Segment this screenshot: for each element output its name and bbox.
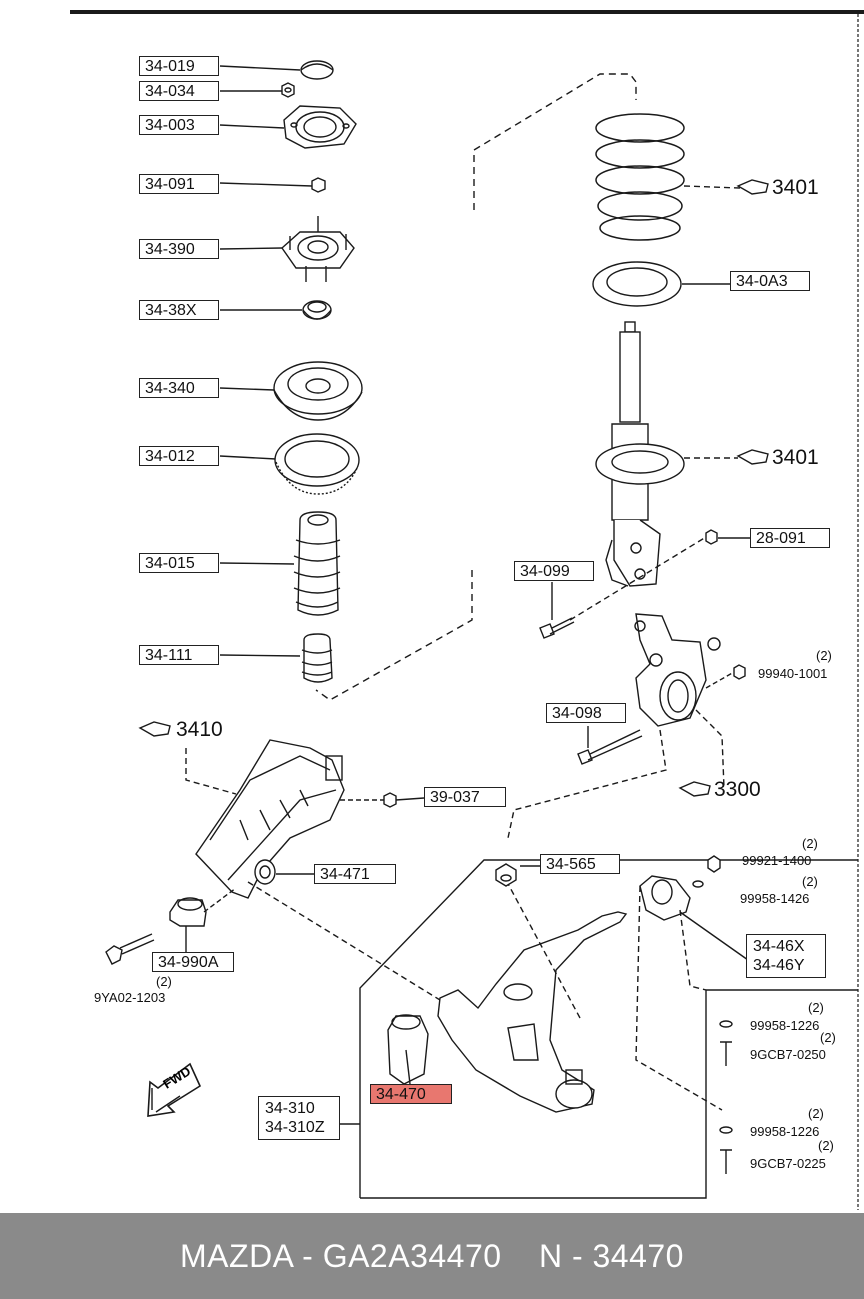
part-9gcb7-0225: 9GCB7-0225 (750, 1156, 826, 1171)
part-9gcb7-0250: 9GCB7-0250 (750, 1047, 826, 1062)
label-34-111: 34-111 (139, 645, 219, 665)
label-34-015: 34-015 (139, 553, 219, 573)
part-9ya02-1203: 9YA02-1203 (94, 990, 166, 1005)
label-34-390: 34-390 (139, 239, 219, 259)
label-34-003: 34-003 (139, 115, 219, 135)
qty-99921: (2) (802, 836, 818, 851)
qty-99940: (2) (816, 648, 832, 663)
label-34-471: 34-471 (314, 864, 396, 884)
label-34-38x: 34-38X (139, 300, 219, 320)
label-34-0a3: 34-0A3 (730, 271, 810, 291)
label-34-310z: 34-310Z (265, 1119, 325, 1136)
label-28-091: 28-091 (750, 528, 830, 548)
footer-ref-number: N - 34470 (538, 1238, 684, 1274)
label-34-470-highlighted: 34-470 (370, 1084, 452, 1104)
part-99940-1001: 99940-1001 (758, 666, 828, 681)
label-34-46y: 34-46Y (753, 957, 805, 974)
label-34-565: 34-565 (540, 854, 620, 874)
label-34-46x-group: 34-46X 34-46Y (746, 934, 826, 978)
ref-3401-spring: 3401 (772, 176, 819, 199)
label-34-019: 34-019 (139, 56, 219, 76)
label-34-310: 34-310 (265, 1100, 315, 1117)
label-34-091: 34-091 (139, 174, 219, 194)
qty-99958-1226-a: (2) (808, 1000, 824, 1015)
qty-99958-1226-b: (2) (808, 1106, 824, 1121)
label-34-990a: 34-990A (152, 952, 234, 972)
ref-3300: 3300 (714, 778, 761, 801)
footer-part-number: MAZDA - GA2A34470 (180, 1238, 502, 1274)
label-34-098: 34-098 (546, 703, 626, 723)
label-34-099: 34-099 (514, 561, 594, 581)
part-99921-1400: 99921-1400 (742, 853, 812, 868)
qty-34-990a: (2) (156, 974, 172, 989)
label-34-310-group: 34-310 34-310Z (258, 1096, 340, 1140)
ref-3401-strut: 3401 (772, 446, 819, 469)
qty-9gcb7-0225: (2) (818, 1138, 834, 1153)
label-39-037: 39-037 (424, 787, 506, 807)
label-34-340: 34-340 (139, 378, 219, 398)
ref-3410: 3410 (176, 718, 223, 741)
footer-caption: MAZDA - GA2A34470 N - 34470 (0, 1238, 864, 1275)
label-34-46x: 34-46X (753, 938, 805, 955)
label-34-012: 34-012 (139, 446, 219, 466)
part-99958-1226-b: 99958-1226 (750, 1124, 820, 1139)
part-99958-1426: 99958-1426 (740, 891, 810, 906)
label-34-034: 34-034 (139, 81, 219, 101)
part-99958-1226-a: 99958-1226 (750, 1018, 820, 1033)
qty-9gcb7-0250: (2) (820, 1030, 836, 1045)
footer-bar (0, 1213, 864, 1299)
qty-99958-1426: (2) (802, 874, 818, 889)
